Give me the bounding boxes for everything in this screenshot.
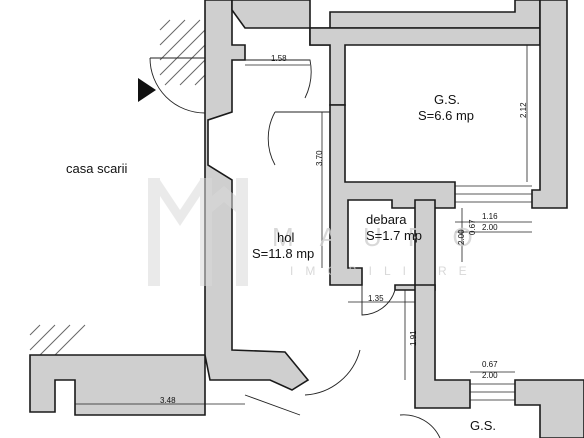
stairwell-hatch-bottom <box>29 324 86 356</box>
wall-gs-left <box>329 104 456 286</box>
room-hol-area: S=11.8 mp <box>252 246 314 261</box>
entrance-door-swing <box>149 57 206 114</box>
room-gs-top-area: S=6.6 mp <box>418 108 474 123</box>
dim-label: 2.00 <box>457 229 466 245</box>
hol-door-swing-top <box>245 59 312 99</box>
room-hol-name: hol <box>277 230 294 245</box>
dim-label: 2.12 <box>519 102 528 118</box>
debara-door-swing <box>361 285 396 316</box>
watermark-sub: IMOBILIARE <box>290 264 479 278</box>
room-gs-bottom-name: G.S. <box>470 418 496 433</box>
wall-gs-right <box>531 0 568 209</box>
room-gs-top-name: G.S. <box>434 92 460 107</box>
stairwell-label: casa scarii <box>66 161 128 176</box>
room-debara-name: debara <box>366 212 407 227</box>
watermark-logo <box>148 178 248 286</box>
wall-lower-mid <box>414 284 471 409</box>
lower-left-door <box>244 394 301 416</box>
dim-label: 0.67 <box>468 219 477 235</box>
entrance-arrow-icon <box>138 78 156 102</box>
wall-bottom-right <box>514 379 584 438</box>
dim-label: 3.48 <box>160 396 176 405</box>
dim-label: 1.35 <box>368 294 384 303</box>
stairwell-hatch-top <box>159 19 206 86</box>
windows <box>455 185 532 401</box>
room-debara-area: S=1.7 mp <box>366 228 422 243</box>
dimension-lines <box>75 45 532 405</box>
doors <box>149 57 441 438</box>
dim-label: 3.70 <box>315 150 324 166</box>
wall-left <box>29 0 310 416</box>
watermark-brand: MAURO <box>272 222 499 252</box>
bottom-door-swing <box>399 414 441 438</box>
lower-door-swing <box>304 349 361 396</box>
dim-label: 1.91 <box>409 330 418 346</box>
walls <box>29 0 584 438</box>
dim-label: 2.00 <box>482 371 498 380</box>
dim-label: 0.67 <box>482 360 498 369</box>
dim-label: 1.16 <box>482 212 498 221</box>
dim-label: 1.58 <box>271 54 287 63</box>
dim-label: 2.00 <box>482 223 498 232</box>
wall-top-right <box>309 27 541 106</box>
gs-door-swing <box>267 111 330 166</box>
